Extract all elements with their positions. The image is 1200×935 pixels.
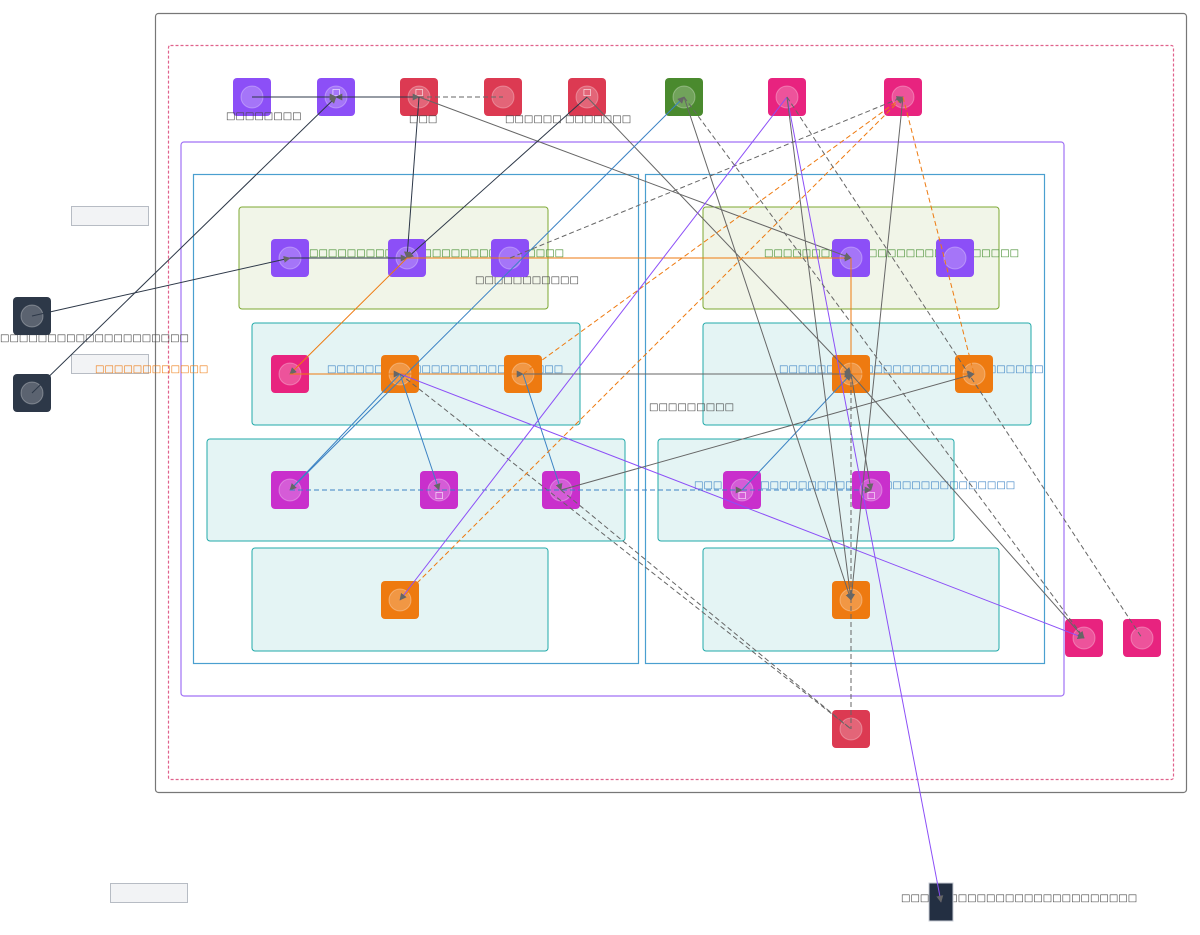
left-label-users: □□□□□□□□□□□□□□□□□□□□ (0, 333, 189, 344)
edge-n5-to-b4 (586, 96, 852, 375)
az-boundary-right (644, 173, 1046, 665)
group-teal-left-2 (206, 438, 626, 542)
node-glyph: □ (583, 88, 592, 98)
legend-box-2 (71, 354, 149, 374)
edge-u1-to-a1 (31, 255, 291, 317)
edge-u2-to-n2 (31, 96, 337, 394)
node-a5[interactable] (936, 239, 974, 277)
group-label-teal-left-1: □□□□□□□□□□□□□□□□□□□□□□□□□ (327, 364, 563, 375)
left-label-orange: □□□□□□□□□□□□ (95, 364, 208, 375)
edge-b4-to-c5 (850, 373, 874, 491)
edge-d1-to-n8 (399, 96, 904, 601)
group-label-green-left: □□□□□□□□□□□□□□□□□□□□□□□□□□□ (309, 248, 564, 259)
edge-c3-to-e1 (560, 489, 852, 730)
node-label-a3: □□□□□□□□□□□ (475, 275, 579, 286)
edge-b2-to-p1 (399, 373, 1085, 639)
az-boundary-left (192, 173, 640, 665)
service-tile (936, 239, 974, 277)
edge-b2-to-c2 (399, 373, 441, 491)
edge-b3-to-n8 (522, 96, 904, 375)
legend-box-3 (110, 883, 188, 903)
subnet-label: □□□□□□□□□ (649, 402, 734, 413)
edge-n8-to-d2 (848, 96, 904, 601)
edge-a3-to-n8 (509, 96, 904, 259)
service-icon (1130, 626, 1154, 650)
node-glyph: □ (435, 491, 444, 501)
edge-n7-to-d2 (786, 96, 854, 601)
legend-box-1 (71, 206, 149, 226)
node-p2[interactable] (1123, 619, 1161, 657)
edge-b4-to-p1 (850, 373, 1085, 639)
edge-b3-to-c3 (522, 373, 563, 491)
edge-n3-to-a2 (403, 96, 420, 259)
node-glyph: □ (738, 491, 747, 501)
edge-a2-to-b1 (289, 257, 408, 375)
edge-n7-to-x1 (786, 96, 944, 903)
node-label-n1: □□□□□□□□ (226, 111, 302, 122)
node-label-n4: □□□□□□ (505, 114, 562, 125)
edge-n3-to-a4 (418, 96, 852, 260)
edges-layer (31, 93, 1143, 903)
edge-n7-to-d1 (399, 96, 788, 601)
node-glyph: □ (867, 491, 876, 501)
edge-c1-to-n6 (289, 96, 685, 491)
region-boundary (167, 44, 1175, 781)
group-label-green-right: □□□□□□□□□□□□□□□□□□□□□□□□□□□ (764, 248, 1019, 259)
service-tile (1123, 619, 1161, 657)
edge-c3-to-b5 (560, 372, 975, 491)
node-glyph: □ (332, 88, 341, 98)
bottom-label-external: □□□□□□□□□□□□□□□□□□□□□□□□□ (901, 893, 1137, 904)
edge-c4-to-b4 (741, 373, 852, 491)
node-glyph: □ (415, 88, 424, 98)
node-label-n5: □□□□□□□ (565, 114, 631, 125)
service-icon (943, 246, 967, 270)
node-label-n3: □□□ (409, 114, 437, 125)
edge-n7-to-p2 (786, 96, 1143, 639)
edge-n5-to-a2 (406, 96, 588, 259)
edge-n6-to-d2 (683, 96, 853, 601)
edge-n6-to-p1 (683, 96, 1085, 639)
vpc-boundary (180, 141, 1065, 697)
edge-b2-to-c1 (289, 373, 401, 491)
node-e1[interactable] (832, 710, 870, 748)
group-label-teal-right-1: □□□□□□□□□□□□□□□□□□□□□□□□□□□□ (779, 364, 1044, 375)
